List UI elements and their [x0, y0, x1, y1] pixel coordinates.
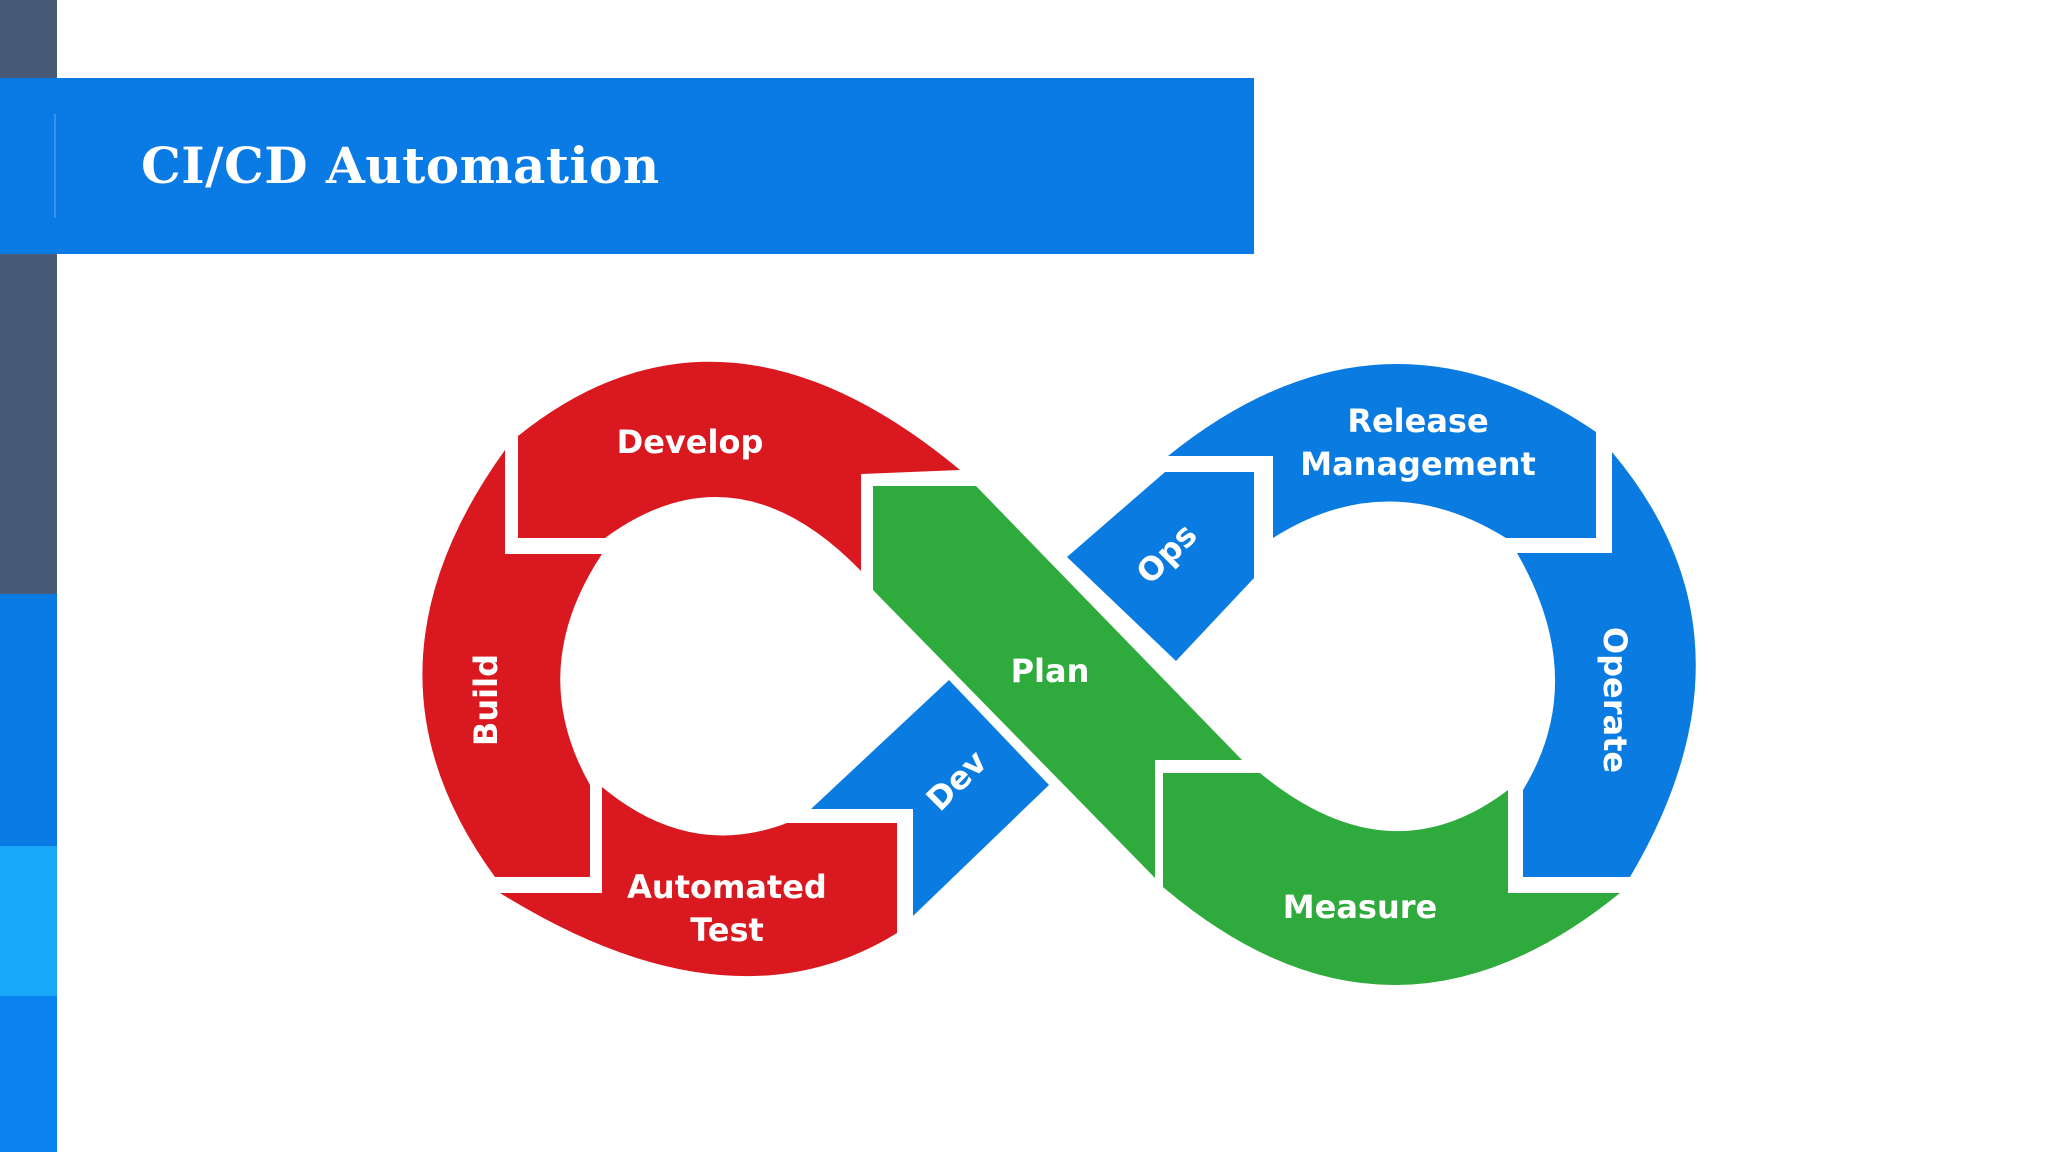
automated-test-label-line1: Automated [627, 868, 827, 906]
title-banner [0, 78, 1254, 254]
sidebar-accent-blue [0, 594, 57, 846]
automated-test-segment [500, 787, 897, 977]
measure-label: Measure [1283, 888, 1437, 926]
measure-segment [1163, 773, 1620, 986]
automated-test-label-line2: Test [690, 911, 764, 949]
operate-segment [1517, 452, 1696, 877]
title-divider [54, 114, 56, 218]
dev-segment [811, 680, 1049, 916]
operate-label: Operate [1596, 627, 1634, 773]
plan-label: Plan [1011, 652, 1090, 690]
release-management-segment [1168, 364, 1596, 538]
build-segment [422, 450, 602, 877]
release-management-label-line1: Release [1347, 402, 1488, 440]
ops-segment [1067, 472, 1254, 661]
sidebar-accent-top [0, 0, 57, 78]
plan-segment [873, 486, 1242, 878]
build-label: Build [467, 654, 505, 746]
sidebar-accent-slate [0, 254, 57, 594]
develop-segment [518, 361, 960, 571]
release-management-label-line2: Management [1300, 445, 1536, 483]
develop-label: Develop [617, 423, 764, 461]
page-title: CI/CD Automation [141, 136, 660, 195]
sidebar-accent-bottom [0, 996, 57, 1152]
sidebar-accent-light [0, 846, 57, 996]
